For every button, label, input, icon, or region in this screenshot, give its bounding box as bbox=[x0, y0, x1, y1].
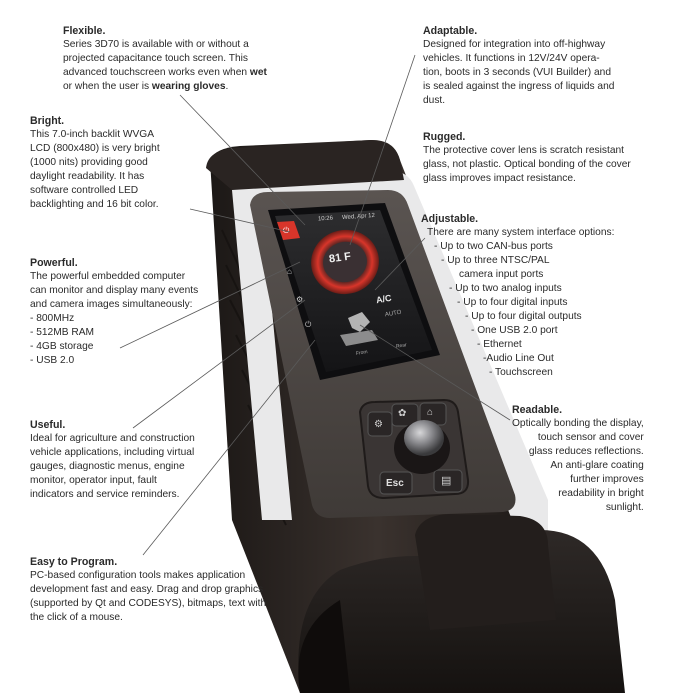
home-key-icon[interactable]: ⌂ bbox=[427, 407, 434, 418]
adjustable-option: - Up to four digital outputs bbox=[465, 311, 582, 322]
callout-readable: Readable. Optically bonding the display,… bbox=[512, 403, 644, 515]
powerful-specs-list: - 800MHz - 512MB RAM - 4GB storage - USB… bbox=[30, 312, 198, 368]
adjustable-option: camera input ports bbox=[459, 269, 544, 280]
flexible-line4: or when the user is bbox=[63, 81, 152, 92]
powerful-spec-item: - 800MHz bbox=[30, 313, 75, 324]
powerful-heading: Powerful. bbox=[30, 257, 78, 269]
flexible-heading: Flexible. bbox=[63, 25, 106, 37]
adjustable-option: - Ethernet bbox=[477, 339, 522, 350]
screen-from-label[interactable]: From bbox=[355, 349, 369, 357]
bright-heading: Bright. bbox=[30, 115, 65, 127]
adjustable-options-list: - Up to two CAN-bus ports - Up to three … bbox=[421, 240, 614, 380]
rotary-knob bbox=[404, 420, 444, 456]
rugged-body: The protective cover lens is scratch res… bbox=[423, 145, 631, 184]
screen-rear-label[interactable]: Rear bbox=[395, 342, 408, 350]
adjustable-option: - Up to two CAN-bus ports bbox=[434, 241, 553, 252]
readable-heading: Readable. bbox=[512, 404, 563, 416]
readable-body: Optically bonding the display, touch sen… bbox=[512, 418, 644, 513]
power-icon[interactable]: ⏻ bbox=[283, 226, 290, 235]
callout-adaptable: Adaptable. Designed for integration into… bbox=[423, 24, 614, 108]
armrest-pad bbox=[415, 514, 556, 630]
callout-bright: Bright. This 7.0-inch backlit WVGA LCD (… bbox=[30, 114, 160, 212]
adjustable-option: - One USB 2.0 port bbox=[471, 325, 558, 336]
rugged-heading: Rugged. bbox=[423, 131, 466, 143]
callout-adjustable: Adjustable. There are many system interf… bbox=[421, 212, 614, 380]
flexible-wet: wet bbox=[249, 67, 267, 78]
flexible-line1: Series 3D70 is available with or without… bbox=[63, 39, 249, 50]
screen-time: 10:26 bbox=[317, 215, 334, 223]
flexible-line3: advanced touchscreen works even when bbox=[63, 67, 250, 78]
adjustable-option: - Up to two analog inputs bbox=[449, 283, 562, 294]
adjustable-option: - Up to four digital inputs bbox=[457, 297, 568, 308]
adjustable-option: -Audio Line Out bbox=[483, 353, 554, 364]
powerful-body: The powerful embedded computer can monit… bbox=[30, 271, 199, 310]
gear-icon[interactable]: ⚙ bbox=[296, 295, 304, 304]
home-icon[interactable]: ⌂ bbox=[287, 267, 292, 276]
powerful-spec-item: - 4GB storage bbox=[30, 341, 94, 352]
easy-body: PC-based configuration tools makes appli… bbox=[30, 570, 267, 623]
book-icon[interactable]: ▤ bbox=[441, 475, 452, 487]
callout-easy-to-program: Easy to Program. PC-based configuration … bbox=[30, 555, 266, 625]
easy-heading: Easy to Program. bbox=[30, 556, 118, 568]
adjustable-option: - Up to three NTSC/PAL bbox=[441, 255, 550, 266]
useful-heading: Useful. bbox=[30, 419, 66, 431]
adaptable-heading: Adaptable. bbox=[423, 25, 478, 37]
flexible-gloves: wearing gloves bbox=[151, 81, 226, 92]
useful-body: Ideal for agriculture and construction v… bbox=[30, 433, 195, 500]
callout-powerful: Powerful. The powerful embedded computer… bbox=[30, 256, 198, 368]
gear-key-icon[interactable]: ⚙ bbox=[374, 419, 383, 430]
adjustable-heading: Adjustable. bbox=[421, 213, 479, 225]
adaptable-body: Designed for integration into off-highwa… bbox=[423, 39, 615, 106]
callout-flexible: Flexible. Series 3D70 is available with … bbox=[63, 24, 267, 94]
callout-useful: Useful. Ideal for agriculture and constr… bbox=[30, 418, 195, 502]
powerful-spec-item: - 512MB RAM bbox=[30, 327, 94, 338]
screen-ac-button[interactable]: A/C bbox=[375, 292, 393, 306]
powerful-spec-item: - USB 2.0 bbox=[30, 355, 75, 366]
screen-date: Wed, Apr 12 bbox=[341, 212, 376, 222]
screen-auto-label[interactable]: AUTO bbox=[384, 309, 402, 319]
flexible-line4-end: . bbox=[225, 81, 229, 92]
fan-icon[interactable]: ✿ bbox=[398, 408, 407, 419]
adjustable-option: - Touchscreen bbox=[489, 367, 553, 378]
bright-body: This 7.0-inch backlit WVGA LCD (800x480)… bbox=[30, 129, 160, 210]
adjustable-body: There are many system interface options: bbox=[427, 227, 615, 238]
esc-key[interactable]: Esc bbox=[386, 478, 404, 489]
flexible-line2: projected capacitance touch screen. This bbox=[63, 53, 248, 64]
callout-rugged: Rugged. The protective cover lens is scr… bbox=[423, 130, 631, 186]
power-small-icon[interactable]: ⏻ bbox=[305, 320, 312, 329]
